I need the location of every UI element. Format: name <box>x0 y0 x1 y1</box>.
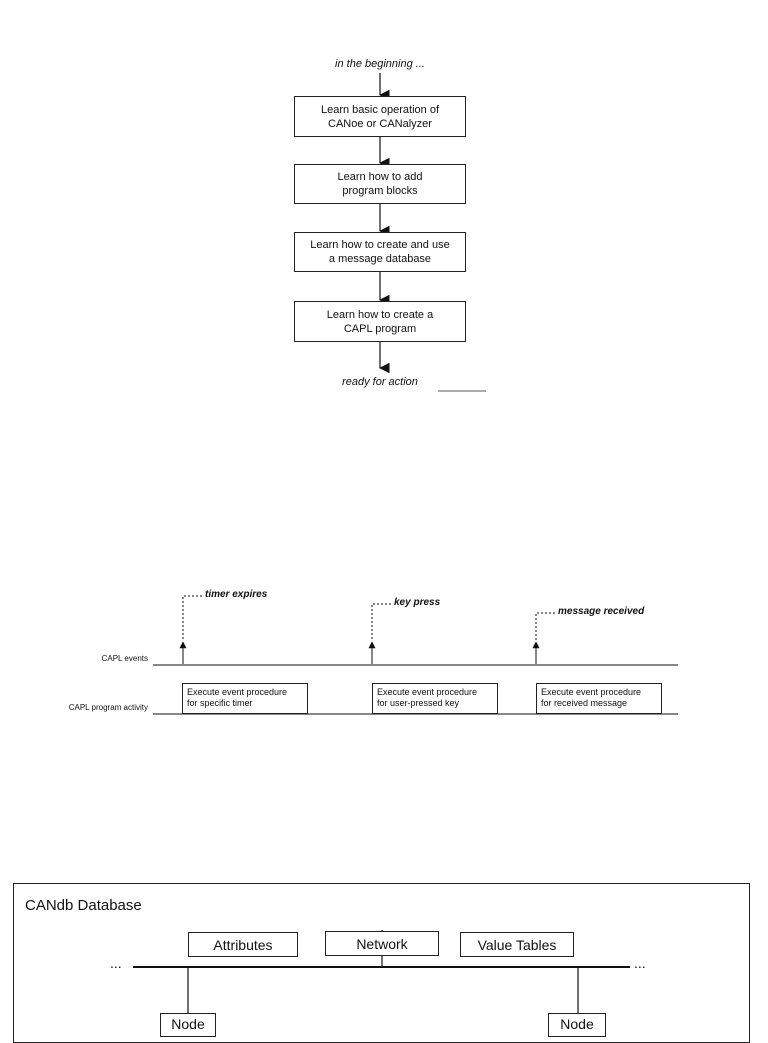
flow-step-4-line2: CAPL program <box>343 322 417 335</box>
attributes-label: Attributes <box>213 936 273 953</box>
database-title: CANdb Database <box>25 897 142 914</box>
flow-step-3-line1: Learn how to create and use <box>310 239 450 251</box>
node-left-box: Node <box>160 1013 216 1037</box>
event-label-key: key press <box>394 597 441 608</box>
node-left-label: Node <box>171 1016 205 1032</box>
node-right-box: Node <box>548 1013 606 1037</box>
event-stem-message <box>535 612 555 640</box>
value-tables-label: Value Tables <box>477 936 557 953</box>
flow-end-label: ready for action <box>342 376 418 388</box>
flow-step-4-line1: Learn how to create a <box>326 308 434 321</box>
bus-left-ellipsis: ... <box>110 955 122 971</box>
activity-timer-line1: Execute event procedure <box>187 687 288 697</box>
flow-step-1-line2: CANoe or CANalyzer <box>328 117 432 130</box>
event-label-message: message received <box>558 606 645 617</box>
event-label-timer: timer expires <box>205 589 268 600</box>
flow-step-3-line2: a message database <box>328 253 432 265</box>
activity-box-timer: Execute event procedure for specific tim… <box>182 683 308 714</box>
bus-right-ellipsis: ... <box>634 955 646 971</box>
node-right-label: Node <box>560 1016 594 1032</box>
lane-label-activity: CAPL program activity <box>68 703 148 712</box>
flow-step-2-line1: Learn how to add <box>337 171 423 183</box>
activity-key-line1: Execute event procedure <box>377 687 478 697</box>
flow-step-1-line1: Learn basic operation of <box>320 103 440 116</box>
flow-step-2-line2: program blocks <box>342 185 418 197</box>
flow-step-2: Learn how to add program blocks <box>294 164 466 204</box>
activity-box-message: Execute event procedure for received mes… <box>536 683 662 714</box>
activity-timer-line2: for specific timer <box>187 698 253 708</box>
activity-key-line2: for user-pressed key <box>377 698 460 708</box>
lane-label-events: CAPL events <box>101 654 148 663</box>
flow-start-label: in the beginning ... <box>335 58 425 70</box>
network-box: Network <box>325 931 439 956</box>
activity-message-line1: Execute event procedure <box>541 687 642 697</box>
flow-step-3: Learn how to create and use a message dat… <box>294 232 466 272</box>
value-tables-box: Value Tables <box>460 932 574 957</box>
event-stem-timer <box>182 595 202 640</box>
event-stem-key <box>371 603 391 640</box>
activity-box-key: Execute event procedure for user-pressed… <box>372 683 498 714</box>
activity-message-line2: for received message <box>541 698 628 708</box>
attributes-box: Attributes <box>188 932 298 957</box>
network-label: Network <box>356 935 408 952</box>
